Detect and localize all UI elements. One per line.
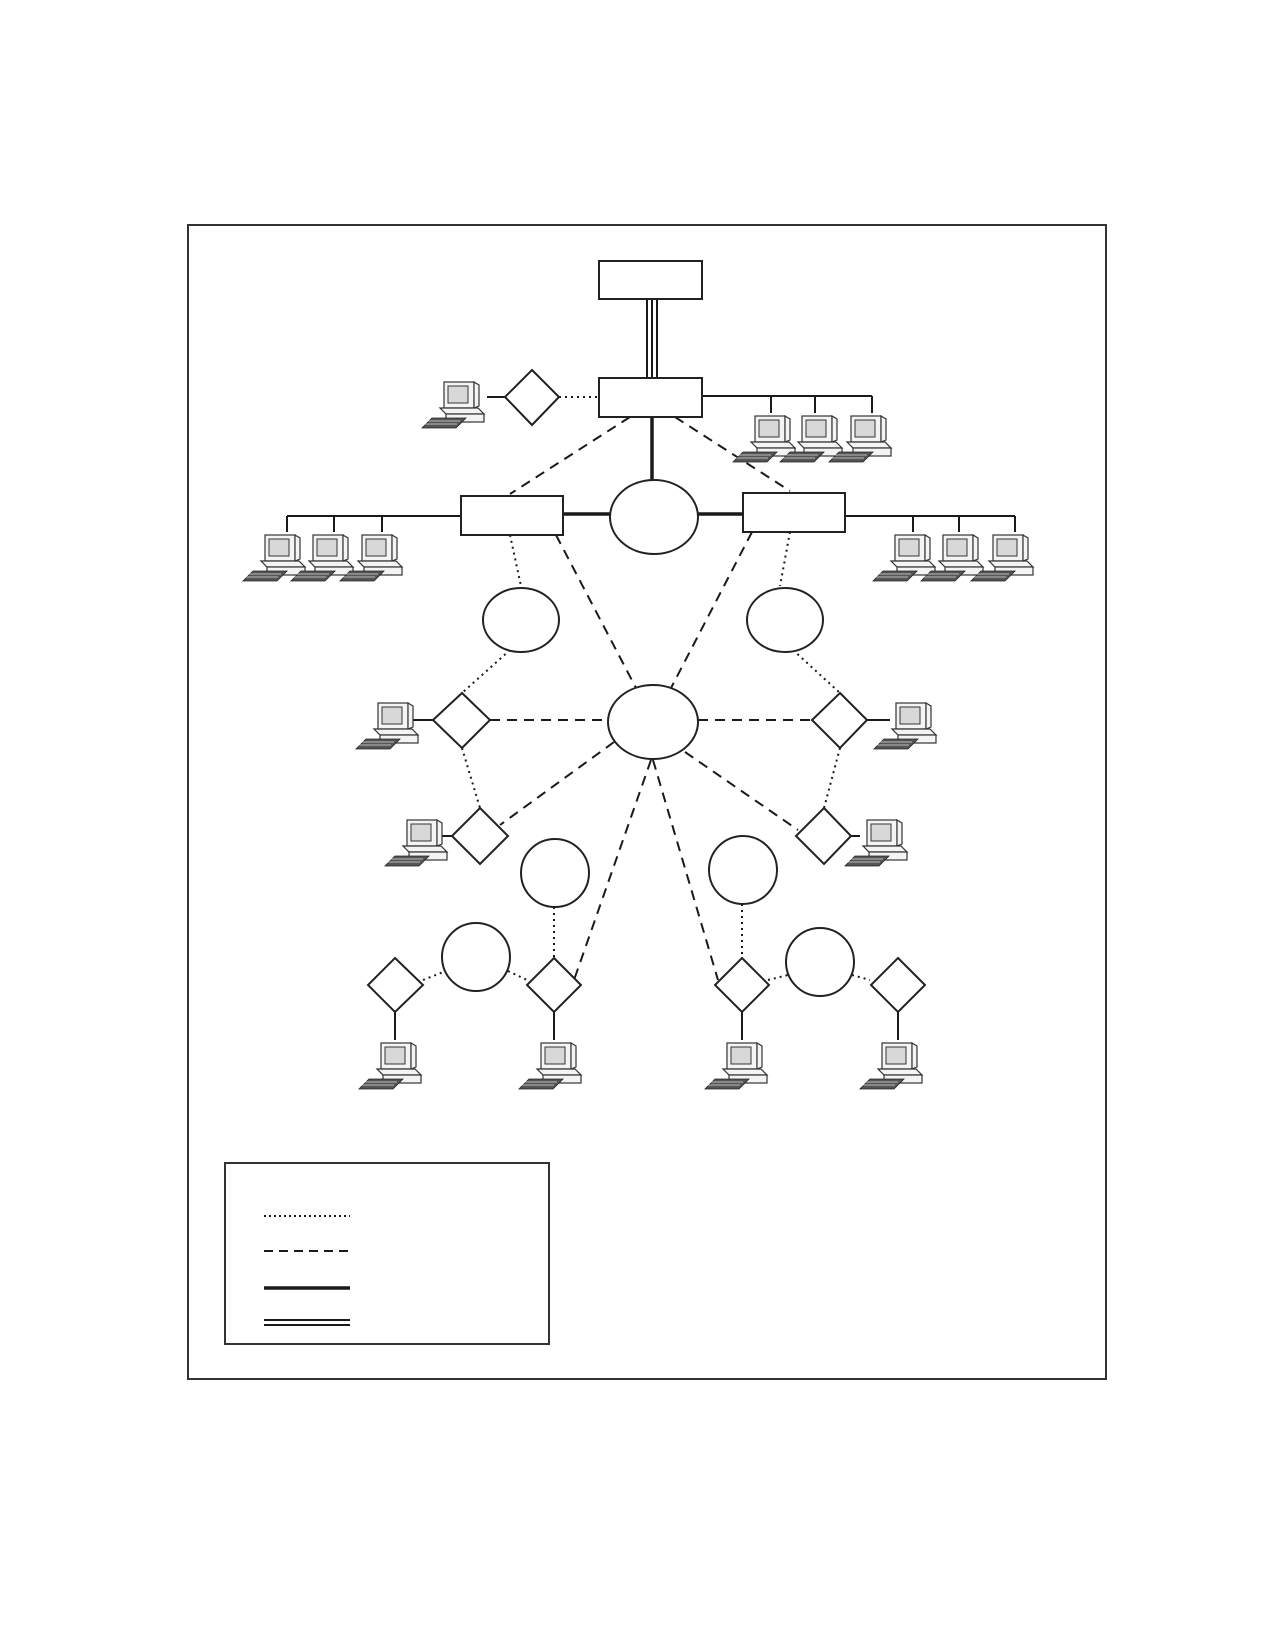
desktop-computer-icon xyxy=(339,534,403,582)
upper-box xyxy=(598,377,703,418)
link-left-box-ellipse xyxy=(509,534,522,587)
link-mid-low-left xyxy=(461,747,481,809)
diamond-bottom-1 xyxy=(366,956,425,1014)
link-right-box-ellipse xyxy=(779,531,791,587)
desktop-computer-icon xyxy=(732,415,796,463)
link-center-bottom-3 xyxy=(652,759,719,981)
desktop-computer-icon xyxy=(970,534,1034,582)
legend-box xyxy=(224,1162,550,1345)
diamond-bottom-2 xyxy=(525,956,583,1014)
ellipse-right xyxy=(746,587,824,653)
link-upper-right-dashed xyxy=(674,416,791,492)
link-left-box-center xyxy=(555,534,637,689)
circle-low-left-a xyxy=(520,838,590,908)
link-ellipse-left-diamond xyxy=(461,649,511,694)
desktop-computer-icon xyxy=(704,1042,768,1090)
ellipse-left xyxy=(482,587,560,653)
desktop-computer-icon xyxy=(844,819,908,867)
outer-frame xyxy=(187,224,1107,1380)
top-box xyxy=(598,260,703,300)
diamond-top xyxy=(503,368,561,427)
diamond-bottom-3 xyxy=(713,956,771,1014)
desktop-computer-icon xyxy=(859,1042,923,1090)
link-upper-left-dashed xyxy=(509,416,631,495)
hub-center xyxy=(607,684,699,760)
desktop-computer-icon xyxy=(518,1042,582,1090)
desktop-computer-icon xyxy=(872,534,936,582)
circle-low-right-a xyxy=(708,835,778,905)
diamond-mid-right xyxy=(810,691,869,750)
desktop-computer-icon xyxy=(242,534,306,582)
desktop-computer-icon xyxy=(873,702,937,750)
left-box xyxy=(460,495,564,536)
right-box xyxy=(742,492,846,533)
desktop-computer-icon xyxy=(384,819,448,867)
desktop-computer-icon xyxy=(355,702,419,750)
desktop-computer-icon xyxy=(828,415,892,463)
diamond-bottom-4 xyxy=(869,956,927,1014)
link-mid-low-right xyxy=(823,747,841,809)
link-right-box-center xyxy=(670,531,753,689)
diamond-low-right xyxy=(794,806,853,866)
hub-upper xyxy=(609,479,699,555)
desktop-computer-icon xyxy=(421,381,485,429)
desktop-computer-icon xyxy=(358,1042,422,1090)
link-ellipse-right-diamond xyxy=(792,649,841,694)
circle-low-left-b xyxy=(441,922,511,992)
legend xyxy=(224,1162,550,1345)
link-center-low-right xyxy=(684,751,799,831)
diamond-low-left xyxy=(450,806,510,866)
link-center-bottom-2 xyxy=(573,759,652,981)
connectors xyxy=(286,299,1016,1040)
link-center-low-left xyxy=(499,741,615,826)
circle-low-right-b xyxy=(785,927,855,997)
diamond-mid-left xyxy=(431,691,492,750)
